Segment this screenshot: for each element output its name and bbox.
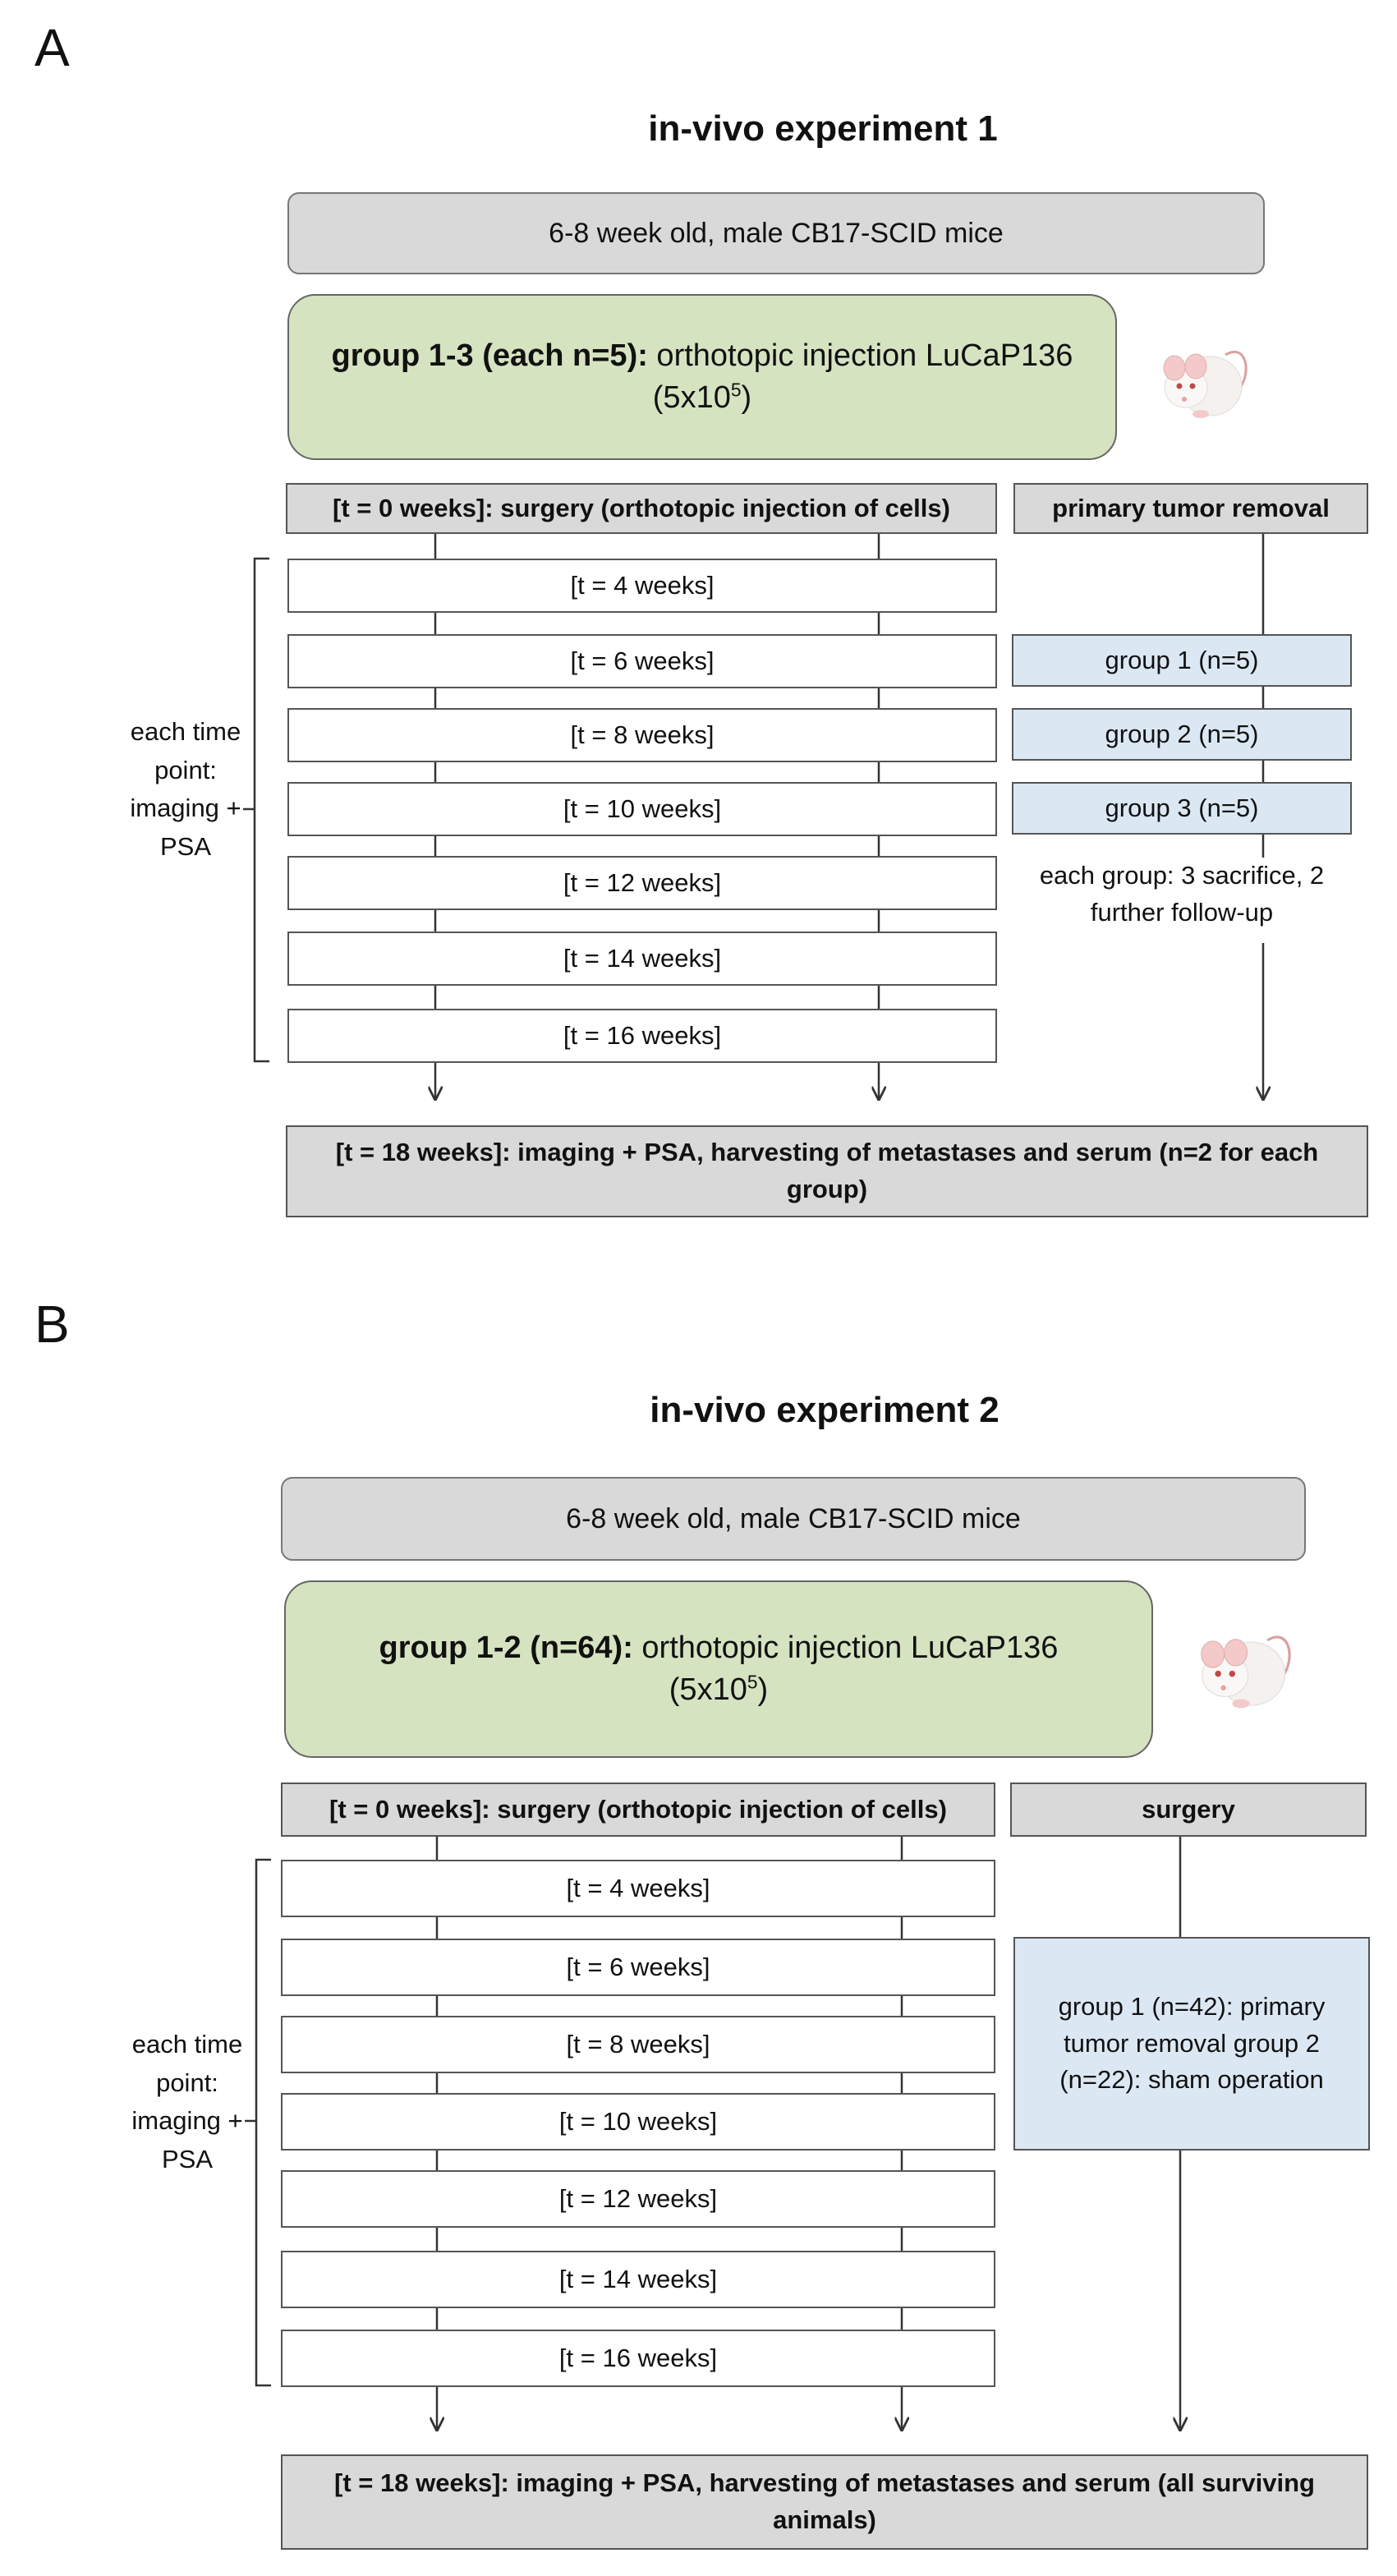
panel-a-group-note: each group: 3 sacrifice, 2 further follo… [1012, 858, 1352, 932]
panel-a-right-header: primary tumor removal [1013, 483, 1368, 534]
panel-b-dose-exp: 5 [747, 1671, 758, 1693]
panel-a-group-text: orthotopic injection LuCaP136 [647, 338, 1073, 373]
panel-a-timepoint: [t = 14 weeks] [287, 932, 997, 986]
panel-b-timepoint: [t = 4 weeks] [281, 1860, 995, 1917]
panel-a-side-label: each time point: imaging + PSA [130, 717, 241, 861]
panel-b-t0-box: [t = 0 weeks]: surgery (orthotopic injec… [281, 1782, 995, 1837]
panel-a-timepoint: [t = 8 weeks] [287, 708, 997, 762]
panel-a-timepoint: [t = 12 weeks] [287, 856, 997, 910]
panel-b-letter: B [34, 1295, 70, 1354]
panel-a-mice-box: 6-8 week old, male CB17-SCID mice [287, 192, 1265, 274]
panel-a-group-bold: group 1-3 (each n=5): [331, 338, 648, 373]
panel-b-timepoint: [t = 6 weeks] [281, 1939, 995, 1996]
panel-a-dose-suffix: ) [741, 380, 752, 415]
panel-a-group-box: group 1-3 (each n=5): orthotopic injecti… [287, 294, 1117, 460]
panel-a-dose-prefix: (5x10 [652, 380, 731, 415]
panel-b-timepoint: [t = 12 weeks] [281, 2170, 995, 2228]
panel-b-mice-box: 6-8 week old, male CB17-SCID mice [281, 1477, 1306, 1561]
panel-a-timepoint: [t = 10 weeks] [287, 782, 997, 836]
panel-b-group-text: orthotopic injection LuCaP136 [632, 1630, 1059, 1665]
panel-b-title: in-vivo experiment 2 [650, 1390, 999, 1430]
panel-b-timepoint: [t = 14 weeks] [281, 2251, 995, 2308]
panel-a-timepoint: [t = 4 weeks] [287, 559, 997, 613]
panel-b-group-bold: group 1-2 (n=64): [379, 1630, 633, 1665]
panel-b-surgery-groups: group 1 (n=42): primary tumor removal gr… [1013, 1937, 1370, 2150]
panel-b-timepoint: [t = 16 weeks] [281, 2330, 995, 2387]
panel-b-dose-prefix: (5x10 [669, 1672, 747, 1707]
panel-a-group-2: group 2 (n=5) [1012, 708, 1352, 761]
panel-a-group-1: group 1 (n=5) [1012, 634, 1352, 687]
panel-b-right-header: surgery [1010, 1782, 1367, 1837]
panel-a-t0-box: [t = 0 weeks]: surgery (orthotopic injec… [286, 483, 997, 534]
panel-b-dose-suffix: ) [757, 1672, 769, 1707]
panel-b-timepoint: [t = 8 weeks] [281, 2016, 995, 2073]
panel-b-side-label: each time point: imaging + PSA [131, 2030, 243, 2174]
panel-a-dose-exp: 5 [730, 379, 742, 401]
panel-b-timepoint: [t = 10 weeks] [281, 2093, 995, 2150]
panel-a-final-box: [t = 18 weeks]: imaging + PSA, harvestin… [286, 1125, 1368, 1217]
panel-a-title: in-vivo experiment 1 [648, 108, 998, 149]
panel-b-final-box: [t = 18 weeks]: imaging + PSA, harvestin… [281, 2454, 1368, 2550]
panel-a-timepoint: [t = 16 weeks] [287, 1009, 997, 1063]
mouse-icon [1143, 322, 1258, 437]
panel-a-group-3: group 3 (n=5) [1012, 782, 1352, 835]
panel-a-letter: A [34, 18, 70, 77]
panel-a-timepoint: [t = 6 weeks] [287, 634, 997, 688]
mouse-icon [1179, 1605, 1303, 1728]
panel-b-group-box: group 1-2 (n=64): orthotopic injection L… [284, 1580, 1153, 1758]
